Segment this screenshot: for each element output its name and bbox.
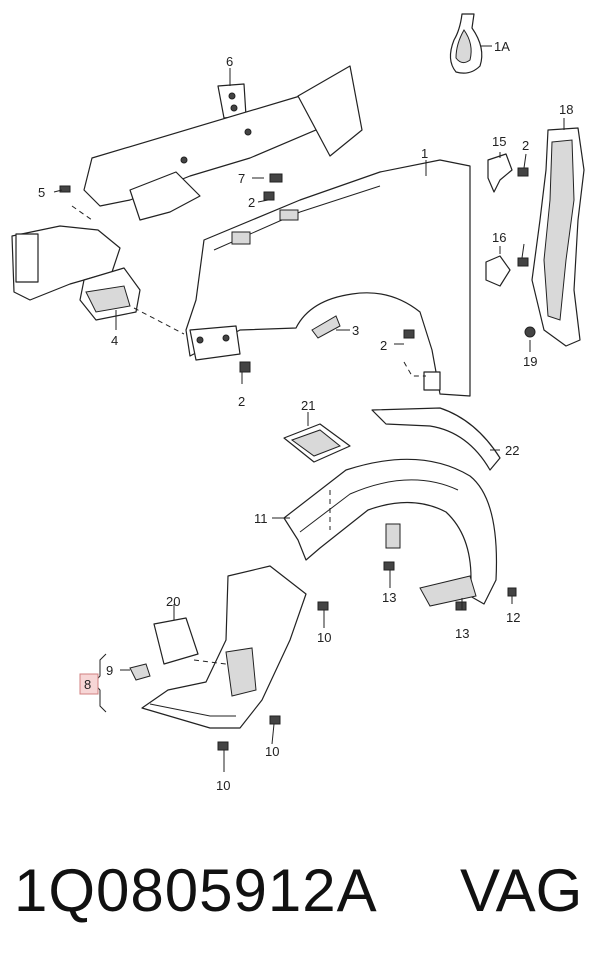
callout-19: 19 — [523, 354, 537, 369]
callout-2-b: 2 — [248, 195, 255, 210]
callout-1a: 1A — [494, 39, 510, 54]
part-1-fender — [185, 159, 471, 397]
part-number: 1Q0805912A — [14, 857, 378, 924]
part-22-seal — [371, 407, 501, 471]
callout-22: 22 — [505, 443, 519, 458]
part-1a-bottle — [449, 13, 492, 74]
callout-10-b: 10 — [265, 744, 279, 759]
callout-8-highlight — [79, 673, 99, 695]
front-structure — [11, 65, 363, 321]
callout-7: 7 — [238, 171, 245, 186]
footer: 1Q0805912A VAG — [0, 836, 600, 946]
part-21-pad — [283, 423, 351, 463]
dashed-leaders — [71, 205, 426, 665]
part-18-panel — [531, 127, 585, 347]
part-9-clip — [129, 663, 151, 681]
part-6-bracket — [217, 70, 247, 119]
callout-3: 3 — [352, 323, 359, 338]
callout-4: 4 — [111, 333, 118, 348]
callout-13-a: 13 — [382, 590, 396, 605]
callout-labels: 1 1A 2 2 2 2 3 4 5 6 7 8 9 10 10 10 11 1… — [38, 39, 573, 793]
parts-exploded-diagram: 1 1A 2 2 2 2 3 4 5 6 7 8 9 10 10 10 11 1… — [11, 13, 585, 793]
callout-10-a: 10 — [317, 630, 331, 645]
callout-2-c: 2 — [380, 338, 387, 353]
callout-2-a: 2 — [522, 138, 529, 153]
callout-18: 18 — [559, 102, 573, 117]
callout-12: 12 — [506, 610, 520, 625]
callout-5: 5 — [38, 185, 45, 200]
callout-9: 9 — [106, 663, 113, 678]
fasteners — [59, 167, 536, 751]
callout-10-c: 10 — [216, 778, 230, 793]
callout-21: 21 — [301, 398, 315, 413]
part-20-pad — [153, 617, 199, 665]
front-liner — [141, 565, 307, 729]
callout-13-b: 13 — [455, 626, 469, 641]
callout-20: 20 — [166, 594, 180, 609]
parts-15-16-brackets — [485, 153, 513, 287]
callout-1: 1 — [421, 146, 428, 161]
callout-2-d: 2 — [238, 394, 245, 409]
callout-11: 11 — [254, 511, 268, 526]
callout-16: 16 — [492, 230, 506, 245]
callout-8: 8 — [84, 677, 91, 692]
callout-15: 15 — [492, 134, 506, 149]
callout-6: 6 — [226, 54, 233, 69]
brand-label: VAG — [460, 857, 583, 924]
